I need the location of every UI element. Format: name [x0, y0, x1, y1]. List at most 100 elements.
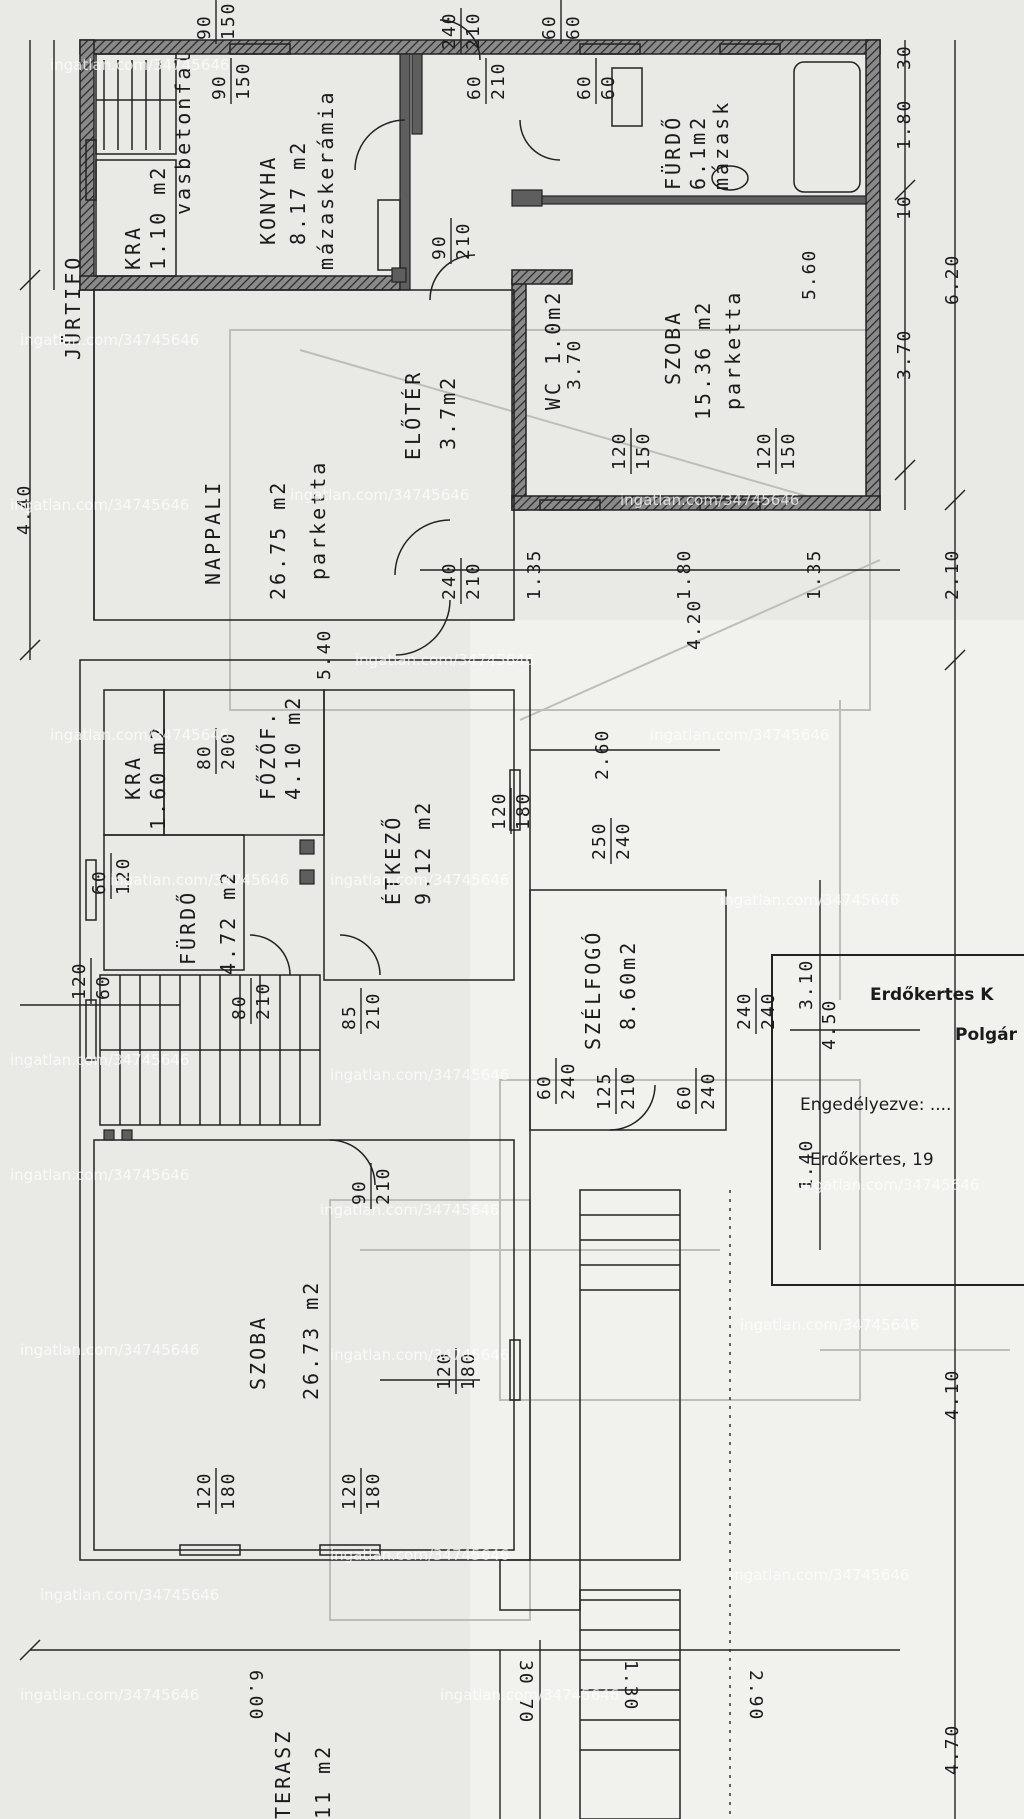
wc-label: WC 1.0m2 [541, 290, 565, 410]
opening-bottom-value: 150 [633, 431, 654, 470]
dim-210: 2.10 [942, 549, 963, 600]
opening-top-value: 80 [194, 744, 215, 770]
szoba-right-floor: parketta [721, 290, 745, 410]
opening-bottom-value: 180 [513, 791, 534, 830]
watermark-14: ingatlan.com/34745646 [320, 1201, 499, 1219]
watermark-24: ingatlan.com/34745646 [620, 491, 799, 509]
opening-bottom-value: 150 [233, 61, 254, 100]
stair-landing [499, 1559, 581, 1611]
kamra-mid-name: KRA [121, 755, 145, 800]
szelfogo-name: SZÉLFOGÓ [581, 930, 605, 1050]
opening-bottom-value: 240 [758, 991, 779, 1030]
szelfogo-outline [529, 889, 727, 1131]
door-swing-konyha [354, 119, 406, 171]
dim-30: 30 [894, 44, 915, 70]
door-swing-szelfogo [609, 1084, 656, 1131]
opening-top-value: 240 [439, 11, 460, 50]
chimney-lower-2 [299, 869, 315, 885]
watermark-5: ingatlan.com/34745646 [355, 651, 534, 669]
opening-top-value: 60 [574, 74, 595, 100]
entry-stair [579, 1189, 681, 1561]
wall-kitchen-bottom [79, 275, 401, 291]
bathtub [793, 61, 861, 193]
door-swing-top [439, 19, 481, 61]
opening-bottom-value: 210 [463, 561, 484, 600]
kitchen-cabinet [377, 199, 401, 271]
title-line-2: Polgár [955, 1025, 1018, 1045]
watermark-8: ingatlan.com/34745646 [110, 871, 289, 889]
furdo-top-area: 6.1m2 [686, 115, 710, 190]
opening-bottom-value: 60 [93, 974, 114, 1000]
dim-540: 5.40 [314, 629, 335, 680]
opening-top-value: 90 [209, 74, 230, 100]
dim-130: 1.30 [620, 1660, 641, 1711]
door-swing-wc [519, 119, 561, 161]
opening-top-value: 60 [674, 1084, 695, 1110]
opening-top-value: 120 [194, 1471, 215, 1510]
opening-bottom-value: 150 [218, 1, 239, 40]
kamra-top-outline [95, 159, 177, 277]
dim-370b: 3.70 [564, 339, 585, 390]
opening-bottom-value: 180 [363, 1471, 384, 1510]
windows [85, 43, 781, 1556]
mid-stair-treads [100, 975, 320, 1125]
fozofulke-name: FŐZŐF. [256, 710, 280, 800]
eloter-area: 3.7m2 [436, 375, 460, 450]
watermark-20: ingatlan.com/34745646 [330, 1546, 509, 1564]
door-swing-furdo-mid [249, 934, 291, 976]
dim-470: 4.70 [942, 1724, 963, 1775]
opening-bottom-value: 210 [488, 61, 509, 100]
chimney-stair-2 [121, 1129, 133, 1141]
furdo-top-floor: mázask [709, 100, 733, 190]
opening-bottom-value: 200 [218, 731, 239, 770]
opening-bottom-value: 210 [453, 221, 474, 260]
door-swing-nappali-1 [394, 519, 451, 576]
watermark-11: ingatlan.com/34745646 [10, 1051, 189, 1069]
toilet [711, 165, 749, 191]
opening-top-value: 80 [229, 994, 250, 1020]
opening-top-value: 125 [594, 1071, 615, 1110]
opening-bottom-value: 180 [458, 1351, 479, 1390]
faded-drawing-area [470, 620, 1024, 1819]
opening-bottom-value: 60 [598, 74, 619, 100]
opening-bottom-value: 210 [463, 11, 484, 50]
dim-600: 6.00 [245, 1670, 266, 1721]
watermark-4: ingatlan.com/34745646 [290, 486, 469, 504]
opening-top-value: 250 [589, 821, 610, 860]
dim-180: 1.80 [894, 99, 915, 150]
kamra-top-name: KRA [121, 225, 145, 270]
watermark-22: ingatlan.com/34745646 [20, 1686, 199, 1704]
bath-basin [611, 67, 643, 127]
dim-135: 1.35 [524, 549, 545, 600]
watermark-10: ingatlan.com/34745646 [720, 891, 899, 909]
opening-top-value: 120 [609, 431, 630, 470]
etkezo-area: 9.12 m2 [411, 800, 435, 905]
title-line-1: Erdőkertes K [870, 985, 994, 1005]
door-swing-nappali-2 [394, 599, 451, 656]
title-line-4: Erdőkertes, 19 [810, 1150, 934, 1170]
kamra-top-area: 1.10 m2 [146, 165, 170, 270]
door-swing-eloter [429, 254, 476, 301]
wall-mid-vertical [411, 53, 423, 135]
wall-bath-divider [515, 195, 867, 205]
szelfogo-area: 8.60m2 [616, 940, 640, 1030]
wall-left-kitchen [79, 39, 95, 291]
faint-background-linework [229, 329, 1010, 1621]
opening-top-value: 90 [349, 1179, 370, 1205]
dim-140: 1.40 [796, 1139, 817, 1190]
fozofulke-area: 4.10 m2 [281, 695, 305, 800]
